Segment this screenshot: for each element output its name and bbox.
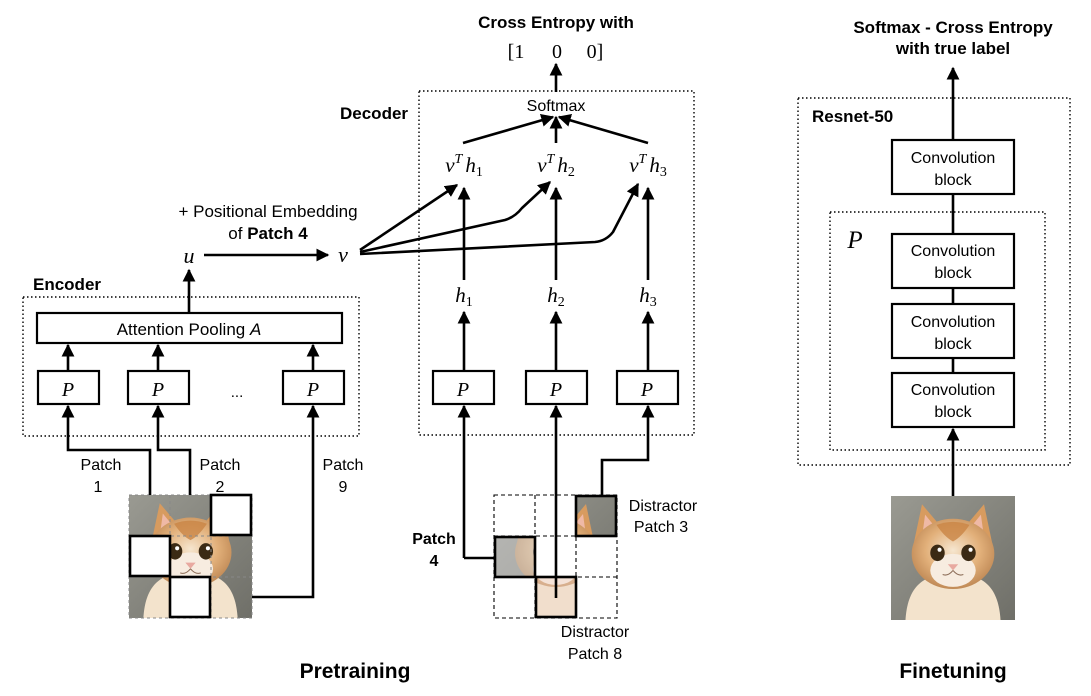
conv-block-4-line2: block	[934, 172, 972, 189]
distractor-3-label-line1: Distractor	[629, 498, 698, 515]
edge-distractor3-to-p	[600, 404, 655, 496]
positional-embedding-label: + Positional Embedding	[178, 202, 357, 221]
decoder-p-label-2: P	[549, 379, 562, 401]
distractor-8-label-line1: Distractor	[561, 624, 630, 641]
decoder-p-box-2	[524, 369, 589, 406]
edge-score1-to-softmax	[462, 114, 555, 145]
finetune-cat-image	[891, 496, 1015, 620]
decoder-p-box-1	[431, 369, 496, 406]
encoder-p-box-1	[36, 369, 101, 406]
p-border	[829, 211, 1046, 451]
finetune-title-line1: Softmax - Cross Entropy	[853, 18, 1053, 37]
attention-pooling-box	[35, 311, 344, 345]
conv-block-1-line2: block	[934, 404, 972, 421]
resnet-title: Resnet-50	[812, 107, 893, 126]
masked-patch-4	[128, 534, 172, 578]
encoder-p-label-1: P	[61, 379, 74, 401]
embedding-group: u v + Positional Embedding of Patch 4	[178, 181, 640, 268]
edge-v-to-score-1	[359, 183, 459, 252]
edge-v-to-score-3	[359, 182, 640, 256]
decoder-group: Cross Entropy with [1 0 0] Decoder Softm…	[340, 13, 698, 663]
softmax-label: Softmax	[527, 98, 586, 115]
conv-block-2	[890, 302, 1016, 360]
distractor-3-label-line2: Patch 3	[634, 519, 688, 536]
conv-block-3-line1: Convolution	[911, 243, 996, 260]
target-vector-2: 0]	[587, 41, 604, 63]
hidden-h1: h1	[455, 283, 473, 310]
edge-score3-to-softmax	[557, 114, 649, 145]
patch-2-label-word: Patch	[200, 457, 241, 474]
conv-block-3-line2: block	[934, 265, 972, 282]
encoder-group: Encoder Attention Pooling A P P P ... Pa…	[22, 268, 364, 619]
decoder-p-label-3: P	[640, 379, 653, 401]
finetuning-caption: Finetuning	[899, 660, 1006, 683]
conv-block-4-line1: Convolution	[911, 150, 996, 167]
patch-9-label-word: Patch	[323, 457, 364, 474]
cross-entropy-title: Cross Entropy with	[478, 13, 634, 32]
distractor-8-label-line2: Patch 8	[568, 646, 622, 663]
encoder-p-label-9: P	[306, 379, 319, 401]
conv-block-2-line1: Convolution	[911, 314, 996, 331]
encoder-cat-image	[128, 493, 253, 619]
finetune-p-label: P	[846, 227, 862, 254]
v-symbol: v	[338, 242, 348, 267]
hidden-h2: h2	[547, 283, 565, 310]
target-vector-0: [1	[508, 41, 525, 63]
edge-patch1-to-p	[61, 404, 152, 495]
decoder-p-box-3	[615, 369, 680, 406]
positional-embedding-of: of Patch 4	[228, 224, 308, 243]
encoder-title: Encoder	[33, 275, 101, 294]
patch-1-label-word: Patch	[81, 457, 122, 474]
edge-v-to-score-2	[359, 181, 551, 254]
finetune-title-line2: with true label	[895, 39, 1010, 58]
u-symbol: u	[184, 243, 195, 268]
pretraining-caption: Pretraining	[300, 660, 411, 683]
masked-patch-8	[168, 575, 212, 619]
finetuning-group: Softmax - Cross Entropy with true label …	[797, 18, 1071, 620]
patch-2-label-num: 2	[216, 479, 225, 496]
decoder-p-label-1: P	[456, 379, 469, 401]
edge-patch2-to-p	[151, 404, 192, 495]
patch-4-label-num: 4	[430, 553, 439, 570]
target-vector-1: 0	[552, 41, 562, 63]
edge-patch9-to-p	[252, 404, 320, 599]
patch-4-label-word: Patch	[412, 531, 456, 548]
encoder-p-box-9	[281, 369, 346, 406]
resnet-border	[797, 97, 1071, 466]
encoder-ellipsis: ...	[231, 384, 244, 401]
conv-block-1-line1: Convolution	[911, 382, 996, 399]
decoder-title: Decoder	[340, 104, 408, 123]
hidden-h3: h3	[639, 283, 657, 310]
encoder-border	[22, 296, 360, 437]
encoder-p-label-2: P	[151, 379, 164, 401]
conv-block-3	[890, 232, 1016, 290]
patch-1-label-num: 1	[94, 479, 103, 496]
patch-9-label-num: 9	[339, 479, 348, 496]
attention-pooling-label: Attention Pooling A	[117, 320, 262, 339]
conv-block-2-line2: block	[934, 336, 972, 353]
conv-block-1	[890, 371, 1016, 429]
masked-patch-3	[209, 493, 253, 537]
